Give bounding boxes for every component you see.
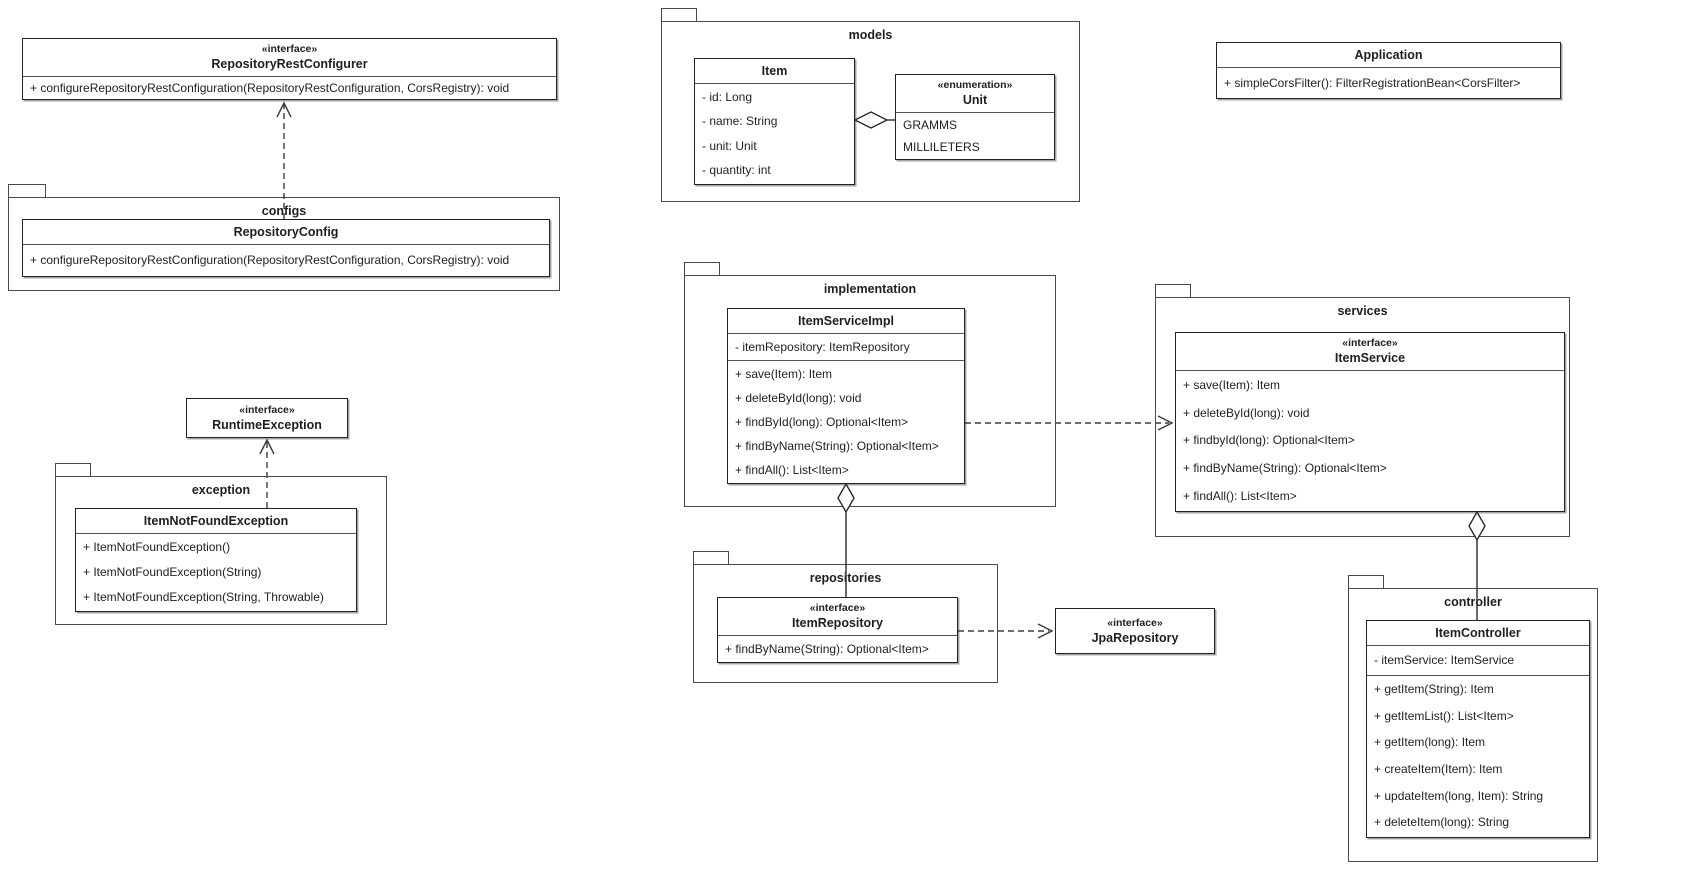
enum-values-compartment: GRAMMS MILLILETERS	[896, 112, 1054, 159]
class-name: ItemRepository	[792, 616, 883, 630]
class-name: JpaRepository	[1091, 630, 1179, 645]
method-row: + getItem(String): Item	[1374, 682, 1494, 697]
package-title-services: services	[1337, 304, 1388, 318]
method-row: + findAll(): List<Item>	[735, 462, 849, 477]
attribute-row: - quantity: int	[702, 163, 771, 178]
attribute-row: - itemService: ItemService	[1374, 652, 1515, 667]
method-row: + deleteById(long): void	[1183, 405, 1310, 420]
class-item-controller[interactable]: ItemController - itemService: ItemServic…	[1366, 620, 1590, 838]
method-row: + findById(long): Optional<Item>	[735, 414, 909, 429]
class-name: Unit	[962, 93, 988, 107]
stereotype-label: «interface»	[1107, 616, 1163, 629]
package-title-repositories: repositories	[809, 571, 882, 585]
class-item[interactable]: Item - id: Long - name: String - unit: U…	[694, 58, 855, 185]
package-tab-exception	[55, 463, 91, 477]
attribute-row: - itemRepository: ItemRepository	[735, 339, 910, 354]
stereotype-label: «interface»	[809, 602, 866, 614]
attribute-row: - id: Long	[702, 89, 753, 104]
method-row: + findAll(): List<Item>	[1183, 488, 1297, 503]
class-name: RepositoryRestConfigurer	[211, 57, 368, 71]
class-name: Item	[761, 64, 788, 78]
enum-value-row: GRAMMS	[903, 117, 957, 132]
class-name: ItemNotFoundException	[143, 514, 289, 528]
methods-compartment: + simpleCorsFilter(): FilterRegistration…	[1217, 67, 1560, 98]
attributes-compartment: - itemService: ItemService	[1367, 645, 1589, 675]
class-item-service-impl[interactable]: ItemServiceImpl - itemRepository: ItemRe…	[727, 308, 965, 484]
class-name: ItemServiceImpl	[798, 314, 894, 328]
methods-compartment: + configureRepositoryRestConfiguration(R…	[23, 76, 556, 99]
class-name: ItemController	[1435, 626, 1521, 640]
method-row: + findbyId(long): Optional<Item>	[1183, 433, 1355, 448]
method-row: + updateItem(long, Item): String	[1374, 788, 1544, 803]
method-row: + deleteItem(long): String	[1374, 815, 1510, 830]
class-item-not-found-exception[interactable]: ItemNotFoundException + ItemNotFoundExce…	[75, 508, 357, 612]
package-tab-models	[661, 8, 697, 22]
package-title-exception: exception	[191, 483, 251, 497]
method-row: + ItemNotFoundException(String, Throwabl…	[83, 590, 324, 604]
methods-compartment: + save(Item): Item + deleteById(long): v…	[728, 360, 964, 483]
methods-compartment: + getItem(String): Item + getItemList():…	[1367, 674, 1589, 837]
package-models[interactable]: models	[661, 21, 1080, 202]
attribute-row: - unit: Unit	[702, 138, 757, 153]
package-title-controller: controller	[1444, 595, 1502, 609]
class-name: Application	[1354, 48, 1423, 62]
class-runtime-exception[interactable]: «interface» RuntimeException	[186, 398, 348, 438]
stereotype-label: «enumeration»	[937, 79, 1013, 91]
package-implementation[interactable]: implementation	[684, 275, 1056, 507]
method-row: + findByName(String): Optional<Item>	[735, 438, 939, 453]
method-row: + configureRepositoryRestConfiguration(R…	[30, 80, 510, 95]
class-name: RuntimeException	[212, 417, 322, 432]
method-row: + save(Item): Item	[735, 366, 833, 381]
package-title-configs: configs	[261, 204, 307, 218]
method-row: + save(Item): Item	[1183, 378, 1281, 393]
methods-compartment: + configureRepositoryRestConfiguration(R…	[23, 244, 549, 276]
method-row: + getItemList(): List<Item>	[1374, 708, 1514, 723]
class-repository-config[interactable]: RepositoryConfig + configureRepositoryRe…	[22, 219, 550, 277]
interface-jpa-repository[interactable]: «interface» JpaRepository	[1055, 608, 1215, 654]
package-tab-services	[1155, 284, 1191, 298]
stereotype-label: «interface»	[239, 403, 295, 416]
enum-value-row: MILLILETERS	[903, 139, 980, 154]
attribute-row: - name: String	[702, 114, 778, 129]
methods-compartment: + save(Item): Item + deleteById(long): v…	[1176, 370, 1564, 511]
method-row: + createItem(Item): Item	[1374, 762, 1503, 777]
methods-compartment: + findByName(String): Optional<Item>	[718, 635, 957, 662]
stereotype-label: «interface»	[1342, 337, 1398, 349]
package-tab-implementation	[684, 262, 720, 276]
interface-item-service[interactable]: «interface» ItemService + save(Item): It…	[1175, 332, 1565, 512]
package-controller[interactable]: controller	[1348, 588, 1598, 862]
enum-unit[interactable]: «enumeration» Unit GRAMMS MILLILETERS	[895, 74, 1055, 160]
method-row: + configureRepositoryRestConfiguration(R…	[30, 253, 510, 267]
package-tab-controller	[1348, 575, 1384, 589]
package-tab-repositories	[693, 551, 729, 565]
class-name: ItemService	[1334, 351, 1406, 365]
package-title-models: models	[848, 28, 893, 42]
class-name: RepositoryConfig	[233, 225, 339, 239]
stereotype-label: «interface»	[261, 43, 318, 55]
method-row: + simpleCorsFilter(): FilterRegistration…	[1224, 75, 1521, 90]
class-repository-rest-configurer[interactable]: «interface» RepositoryRestConfigurer + c…	[22, 38, 557, 100]
package-tab-configs	[8, 184, 46, 198]
method-row: + ItemNotFoundException()	[83, 540, 231, 554]
methods-compartment: + ItemNotFoundException() + ItemNotFound…	[76, 533, 356, 611]
attributes-compartment: - itemRepository: ItemRepository	[728, 333, 964, 360]
method-row: + deleteById(long): void	[735, 390, 862, 405]
package-services[interactable]: services	[1155, 297, 1570, 537]
class-application[interactable]: Application + simpleCorsFilter(): Filter…	[1216, 42, 1561, 99]
method-row: + findByName(String): Optional<Item>	[1183, 461, 1387, 476]
method-row: + findByName(String): Optional<Item>	[725, 641, 929, 656]
method-row: + getItem(long): Item	[1374, 735, 1486, 750]
method-row: + ItemNotFoundException(String)	[83, 565, 262, 579]
package-title-implementation: implementation	[823, 282, 917, 296]
interface-item-repository[interactable]: «interface» ItemRepository + findByName(…	[717, 597, 958, 663]
package-exception[interactable]: exception	[55, 476, 387, 625]
attributes-compartment: - id: Long - name: String - unit: Unit -…	[695, 83, 854, 184]
